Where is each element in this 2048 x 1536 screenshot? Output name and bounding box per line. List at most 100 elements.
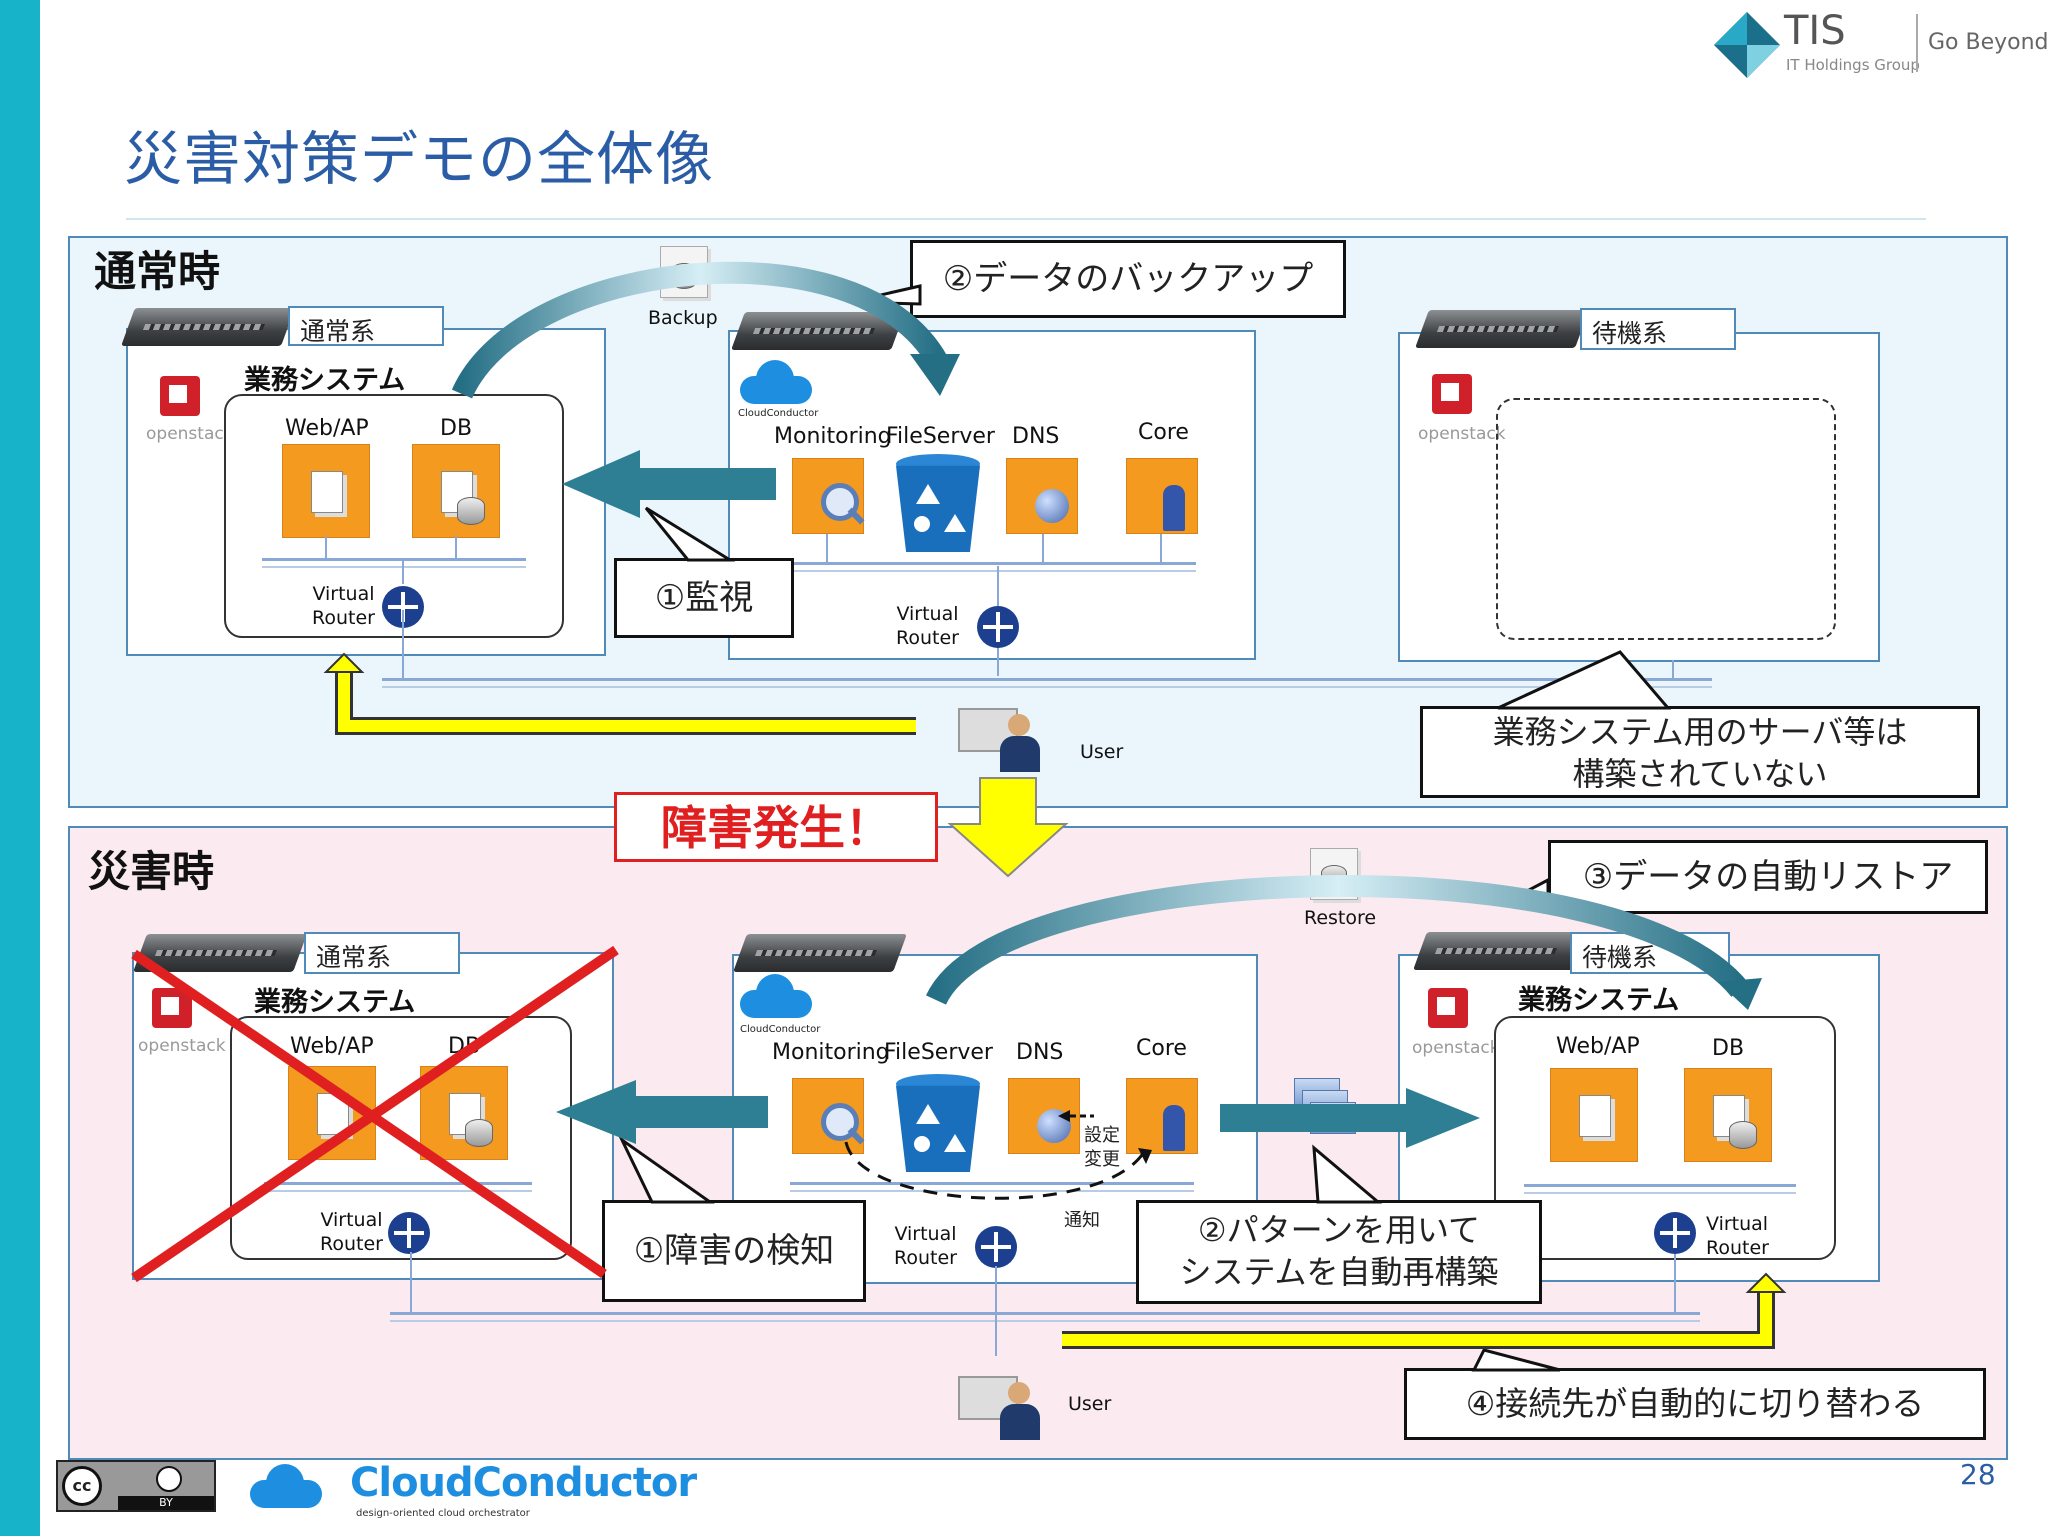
openstack-icon [1428,988,1468,1028]
logo-name: TIS [1784,8,1846,54]
network-bus [790,570,1196,572]
rebuild-arrow [1220,1088,1480,1148]
switch-arrow-head [1745,1272,1787,1293]
connection-arrow-head [323,652,365,673]
dns-label: DNS [1012,424,1060,449]
network-bus [262,566,526,568]
empty-system-placeholder [1496,398,1836,640]
db-label: DB [1712,1036,1745,1061]
backup-label: Backup [648,307,718,329]
openstack-icon [160,376,200,416]
network-bus [382,686,1712,688]
fileserver-icon [896,1085,980,1172]
link-line [1674,1254,1676,1312]
cloudconductor-logo-icon [250,1462,322,1508]
db-server-icon [420,1066,508,1160]
brand-prefix: Cloud [350,1460,474,1506]
link-line [410,1252,412,1312]
dns-icon [1006,458,1078,534]
core-label: Core [1138,420,1189,445]
tag-active-disaster: 通常系 [304,932,460,974]
link-line [1672,660,1674,678]
link-line [402,560,404,584]
virtual-router-label: Virtual Router [1706,1213,1769,1259]
detect-arrow [556,1080,768,1144]
virtual-router-label: Virtual Router [896,603,959,649]
switch-arrow [1062,1290,1772,1346]
openstack-text: openstack [138,1036,226,1056]
network-bus [262,558,526,561]
db-server-icon [1684,1068,1772,1162]
link-line [455,536,457,558]
failure-banner: 障害発生！ [614,792,938,862]
cc-license-badge: cc BY [56,1460,216,1512]
db-server-icon [412,444,500,538]
accent-bar [0,0,40,1536]
system-heading-disaster: 業務システム [254,987,416,1018]
monitoring-label: Monitoring [774,424,892,449]
tag-active-normal: 通常系 [288,306,444,346]
connection-arrow [338,670,916,732]
link-line [1042,534,1044,562]
setting-change-arrow-head [1058,1110,1070,1122]
system-heading-normal: 業務システム [244,365,406,396]
callout-tail [1497,650,1672,710]
link-line [995,1266,997,1356]
cloudconductor-icon [740,972,812,1018]
user-icon [958,704,1048,774]
system-box-normal [224,394,564,638]
page-number: 28 [1960,1458,1996,1491]
link-line [325,536,327,558]
virtual-router-icon [975,1226,1017,1268]
slogan: Go Beyond [1928,30,2048,55]
openstack-text: openstack [1418,424,1506,444]
monitoring-icon [792,1078,865,1154]
license-by: BY [118,1496,214,1510]
cloudconductor-icon [740,358,812,404]
tag-standby-normal: 待機系 [1580,308,1736,350]
user-label: User [1080,741,1124,763]
brand-suffix: Conductor [472,1460,697,1506]
network-bus [382,678,1712,681]
openstack-icon [1432,374,1472,414]
user-icon [958,1372,1048,1442]
cloudconductor-caption: CloudConductor [738,408,819,419]
connection-arrow-outline [335,670,916,735]
virtual-router-label: Virtual Router [894,1223,957,1269]
link-line [826,534,828,562]
network-bus [790,1182,1194,1185]
network-bus [264,1190,532,1192]
webap-server-icon [282,444,370,538]
callout-tail [618,1135,715,1204]
network-bus [390,1312,1700,1315]
note-notify: 通知 [1064,1210,1100,1231]
webap-server-icon [1550,1068,1638,1162]
restore-label: Restore [1304,907,1377,929]
notify-arrow-head [1138,1148,1152,1164]
openstack-text: openstack [146,424,234,444]
tis-logo-icon [1714,12,1780,78]
virtual-router-label: Virtual Router [320,1209,383,1255]
tis-logo: TIS IT Holdings Group Go Beyond [1712,8,2048,80]
section-label-normal: 通常時 [94,247,221,296]
callout-switch: ④接続先が自動的に切り替わる [1404,1368,1986,1440]
db-label: DB [440,416,473,441]
brand-tagline: design-oriented cloud orchestrator [356,1508,530,1519]
network-bus [790,562,1196,565]
cloudconductor-caption: CloudConductor [740,1024,821,1035]
backup-curve-arrow [451,261,948,399]
core-icon [1126,1078,1198,1154]
logo-sub: IT Holdings Group [1786,56,1920,74]
failure-cross-line [131,945,619,1283]
dns-label: DNS [1016,1040,1064,1065]
webap-label: Web/AP [285,416,369,441]
network-bus [790,1190,1194,1192]
monitor-arrow [562,450,776,518]
callout-monitor: ①監視 [614,558,794,638]
fileserver-label: FileServer [884,1040,993,1065]
webap-label: Web/AP [1556,1034,1640,1059]
virtual-router-icon [388,1212,430,1254]
callout-backup: ②データのバックアップ [910,240,1346,318]
restore-curve-arrow [926,874,1749,1006]
switch-arrow-outline [1062,1290,1775,1349]
